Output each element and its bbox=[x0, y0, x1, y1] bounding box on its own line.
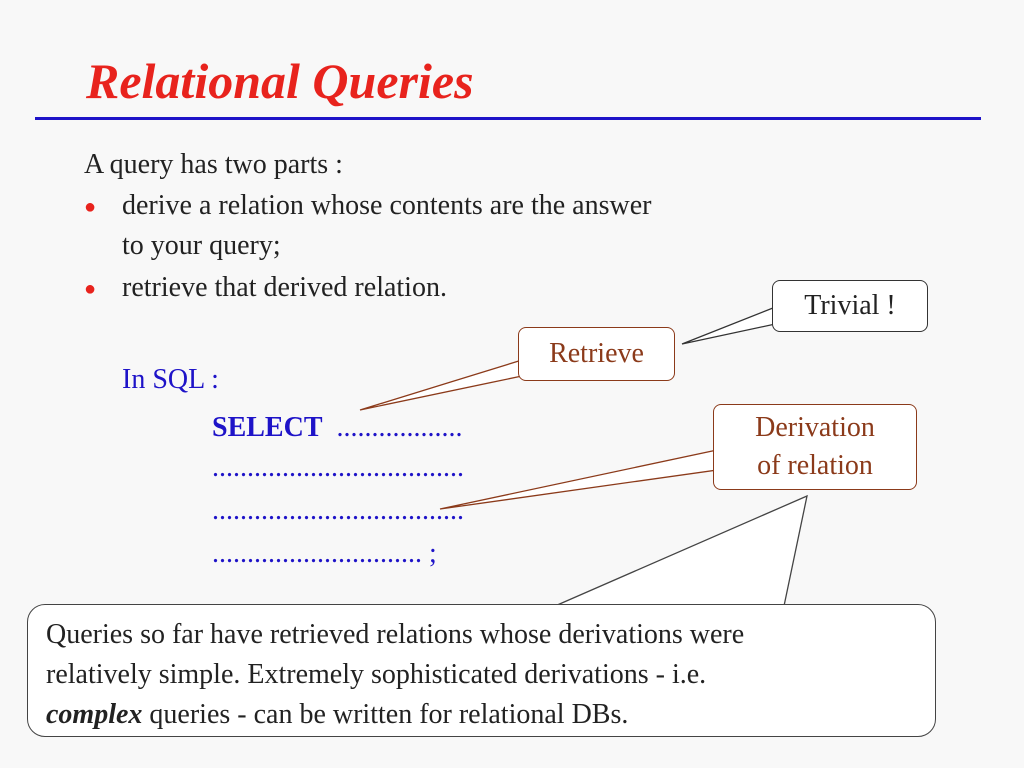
note-line-1: Queries so far have retrieved relations … bbox=[46, 619, 745, 650]
bullet-2: retrieve that derived relation. bbox=[122, 268, 722, 308]
note-callout: Queries so far have retrieved relations … bbox=[27, 604, 936, 737]
bullet-1-line2: to your query; bbox=[122, 230, 281, 261]
sql-line-4: .............................. ; bbox=[212, 538, 437, 569]
bullet-2-line1: retrieve that derived relation. bbox=[122, 272, 447, 303]
sql-label: In SQL : bbox=[122, 364, 219, 395]
bullet-dot-2: ● bbox=[84, 278, 97, 300]
sql-line-3: .................................... bbox=[212, 495, 464, 526]
callout-derivation: Derivation of relation bbox=[713, 404, 917, 490]
note-emphasis-complex: complex bbox=[46, 699, 143, 730]
sql-line-2: .................................... bbox=[212, 452, 464, 483]
bullet-dot-1: ● bbox=[84, 196, 97, 218]
sql-line-1: SELECT .................. bbox=[212, 412, 463, 444]
callout-derivation-line1: Derivation bbox=[755, 412, 875, 443]
note-pointer bbox=[554, 494, 808, 607]
title-divider bbox=[35, 117, 981, 120]
retrieve-pointer bbox=[359, 359, 523, 411]
note-line-3-rest: queries - can be written for relational … bbox=[142, 699, 629, 730]
trivial-pointer bbox=[681, 305, 781, 345]
bullet-1: derive a relation whose contents are the… bbox=[122, 186, 822, 266]
intro-text: A query has two parts : bbox=[84, 149, 343, 180]
bullet-1-line1: derive a relation whose contents are the… bbox=[122, 190, 652, 221]
derivation-pointer bbox=[439, 449, 718, 510]
note-line-2: relatively simple. Extremely sophisticat… bbox=[46, 659, 707, 690]
callout-retrieve: Retrieve bbox=[518, 327, 675, 381]
note-line-3: complex queries - can be written for rel… bbox=[46, 695, 917, 735]
slide-title: Relational Queries bbox=[86, 53, 474, 109]
callout-derivation-line2: of relation bbox=[757, 450, 873, 481]
sql-keyword-select: SELECT bbox=[212, 412, 323, 443]
sql-line-1-dots: .................. bbox=[336, 412, 463, 443]
callout-trivial: Trivial ! bbox=[772, 280, 928, 332]
